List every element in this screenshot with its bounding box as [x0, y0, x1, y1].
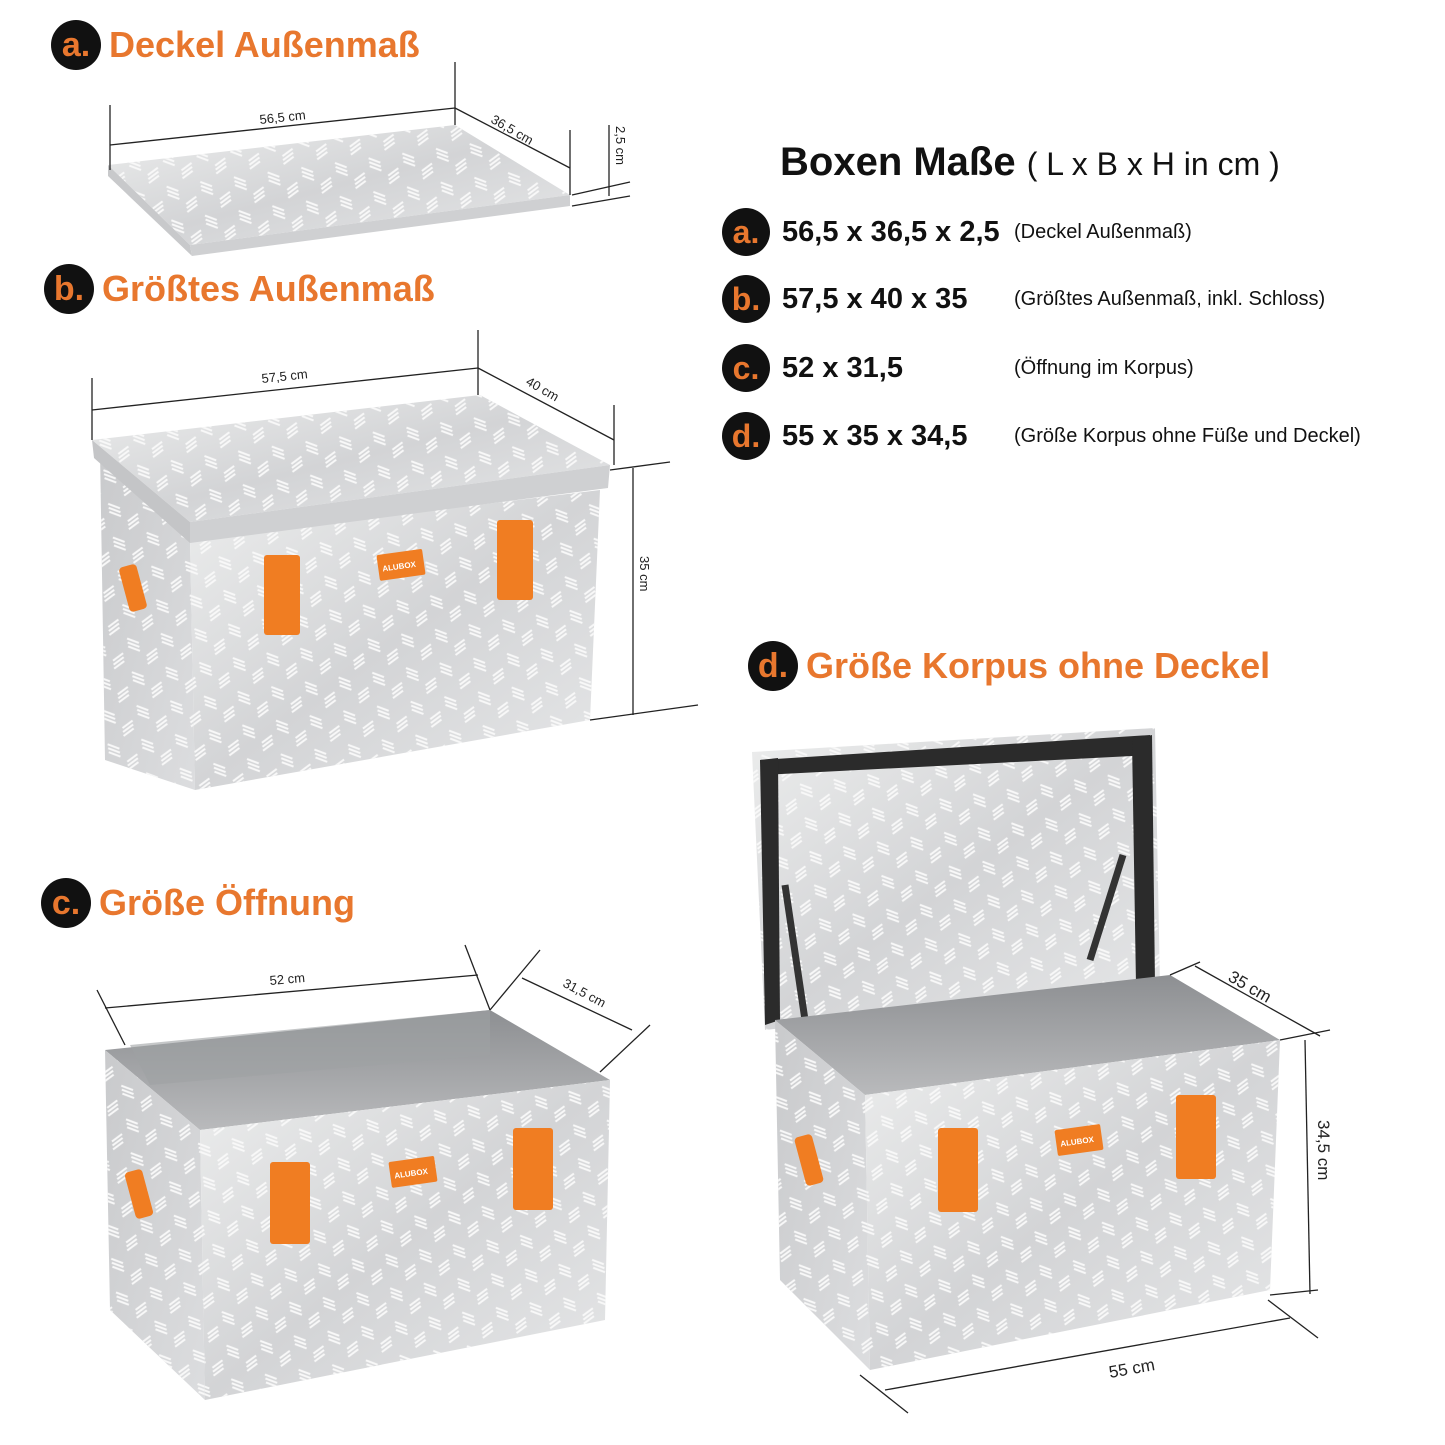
spec-dims: 56,5 x 36,5 x 2,5: [782, 215, 1000, 248]
latch-left: [938, 1128, 978, 1212]
latch-left: [270, 1162, 310, 1244]
spec-row-b: b. 57,5 x 40 x 35 (Größtes Außenmaß, ink…: [722, 275, 1325, 323]
lid-illustration: 56,5 cm 36,5 cm 2,5 cm: [108, 62, 631, 256]
body-height-label: 34,5 cm: [1314, 1120, 1333, 1180]
handle: [794, 1134, 824, 1186]
body-length-label: 55 cm: [1107, 1355, 1156, 1382]
handle: [124, 1169, 154, 1219]
spec-badge: c.: [722, 344, 770, 392]
spec-row-d: d. 55 x 35 x 34,5 (Größe Korpus ohne Füß…: [722, 412, 1361, 460]
spec-desc: (Größe Korpus ohne Füße und Deckel): [1014, 424, 1361, 447]
latch-right: [1176, 1095, 1216, 1179]
opening-length-label: 52 cm: [269, 970, 306, 988]
brand-plate: [1054, 1124, 1104, 1156]
spec-badge: d.: [722, 412, 770, 460]
specs-unit: ( L x B x H in cm ): [1026, 146, 1280, 182]
latch-right: [497, 520, 533, 600]
spec-desc: (Öffnung im Korpus): [1014, 356, 1194, 379]
box-length-label: 57,5 cm: [261, 366, 309, 386]
section-d-header: d. Größe Korpus ohne Deckel: [748, 641, 1270, 691]
specs-title: Boxen Maße ( L x B x H in cm ): [780, 140, 1280, 185]
brand-plate: [388, 1156, 438, 1188]
body-width-label: 35 cm: [1225, 967, 1275, 1007]
latch-right: [513, 1128, 553, 1210]
section-d-title: Größe Korpus ohne Deckel: [806, 645, 1271, 686]
lid-height-label: 2,5 cm: [613, 126, 628, 165]
section-b-badge: b.: [44, 264, 94, 314]
spec-desc: (Größtes Außenmaß, inkl. Schloss): [1014, 287, 1326, 310]
section-d-badge: d.: [748, 641, 798, 691]
open-lid-box-illustration: ALUBOX 35 cm 34,5 cm 55 cm: [752, 728, 1333, 1414]
section-a-title: Deckel Außenmaß: [109, 24, 420, 65]
handle: [119, 564, 147, 612]
brand-plate: [376, 549, 426, 581]
section-b-title: Größtes Außenmaß: [102, 268, 435, 309]
spec-dims: 55 x 35 x 34,5: [782, 419, 968, 452]
latch-left: [264, 555, 300, 635]
spec-row-c: c. 52 x 31,5 (Öffnung im Korpus): [722, 344, 1194, 392]
section-c-title: Größe Öffnung: [99, 882, 355, 923]
specs-title-text: Boxen Maße: [780, 140, 1016, 184]
opening-width-label: 31,5 cm: [561, 975, 609, 1010]
section-a-header: a. Deckel Außenmaß: [51, 20, 420, 70]
spec-badge: b.: [722, 275, 770, 323]
spec-dims: 57,5 x 40 x 35: [782, 282, 968, 315]
spec-dims: 52 x 31,5: [782, 351, 903, 384]
closed-box-illustration: ALUBOX 57,5 cm 40 cm 35 cm: [91, 330, 699, 790]
spec-badge: a.: [722, 208, 770, 256]
section-c-header: c. Größe Öffnung: [41, 878, 355, 928]
section-c-badge: c.: [41, 878, 91, 928]
lid-length-label: 56,5 cm: [259, 107, 307, 127]
box-height-label: 35 cm: [637, 556, 652, 591]
spec-row-a: a. 56,5 x 36,5 x 2,5 (Deckel Außenmaß): [722, 208, 1192, 256]
spec-desc: (Deckel Außenmaß): [1014, 220, 1192, 243]
box-width-label: 40 cm: [524, 374, 562, 405]
section-b-header: b. Größtes Außenmaß: [44, 264, 435, 314]
section-a-badge: a.: [51, 20, 101, 70]
open-box-illustration: ALUBOX 52 cm 31,5 cm: [96, 944, 651, 1400]
